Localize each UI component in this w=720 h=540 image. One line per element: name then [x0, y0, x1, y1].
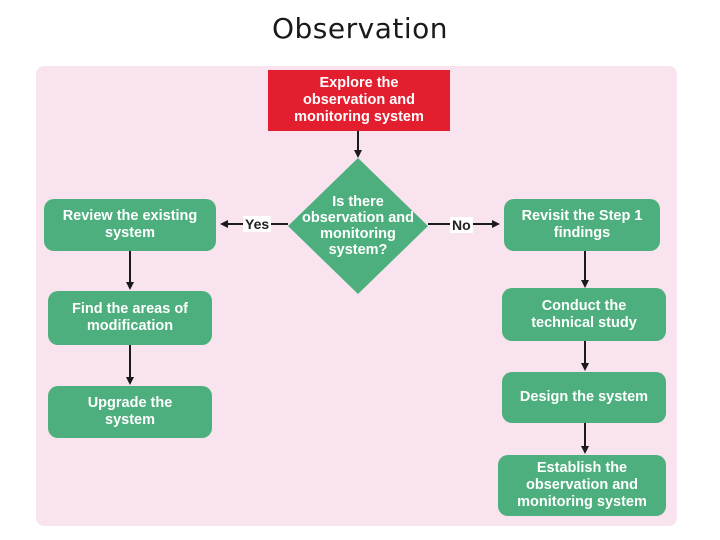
decision-node-text: Is there observation and monitoring syst…	[302, 194, 414, 258]
no-label: No	[450, 217, 473, 233]
start-node: Explore the observation and monitoring s…	[268, 70, 450, 131]
right-node-revisit: Revisit the Step 1 findings	[504, 199, 660, 251]
yes-label: Yes	[243, 216, 272, 232]
slide-title: Observation	[271, 12, 448, 45]
right-node-establish: Establish the observation and monitoring…	[498, 455, 666, 516]
left-node-upgrade: Upgrade the system	[48, 386, 212, 438]
left-node-find-areas: Find the areas of modification	[48, 291, 212, 345]
left-node-review: Review the existing system	[44, 199, 216, 251]
decision-diamond	[288, 158, 428, 294]
right-node-design: Design the system	[502, 372, 666, 423]
right-node-technical-study: Conduct the technical study	[502, 288, 666, 341]
